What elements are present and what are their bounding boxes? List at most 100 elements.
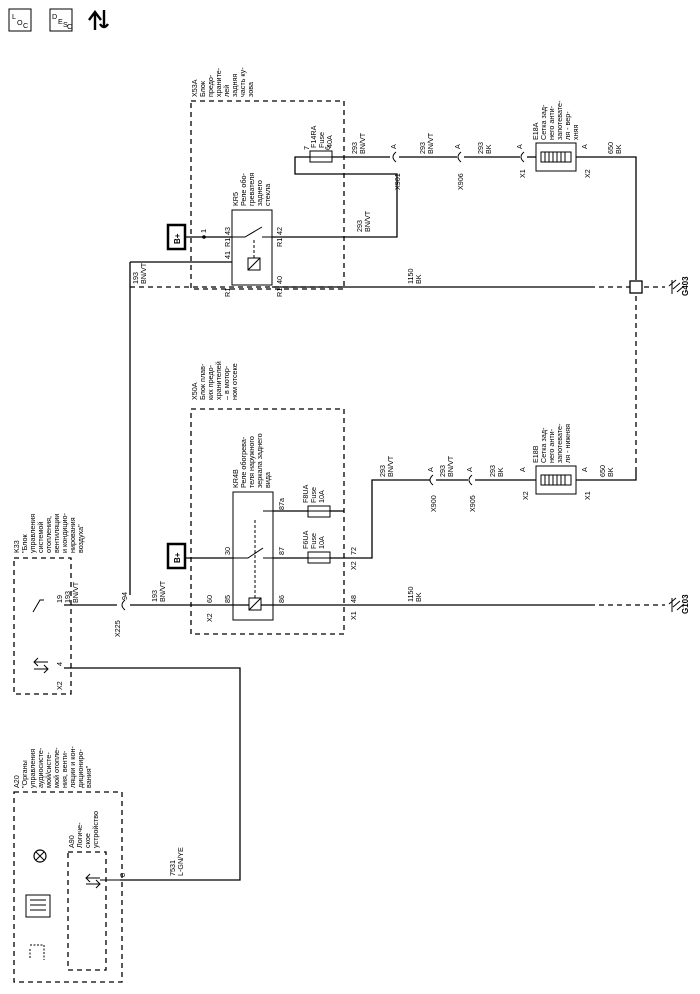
svg-text:7: 7 xyxy=(302,146,311,150)
x1-e18a-connector xyxy=(520,151,525,163)
svg-text:X905: X905 xyxy=(468,495,477,512)
svg-text:293 BK: 293 BK xyxy=(488,463,505,477)
svg-text:293 BN/VT: 293 BN/VT xyxy=(378,455,395,477)
svg-text:19: 19 xyxy=(55,595,64,603)
a90-label: A90 Логиче- ское устройство xyxy=(67,811,100,848)
rear-defrost-icon xyxy=(25,894,51,918)
svg-text:X906: X906 xyxy=(456,173,465,190)
b-plus-upper: B+ xyxy=(166,223,187,251)
kr4b-label: KR4B Реле обогрева- теля наружного зерка… xyxy=(231,431,272,488)
a20-label: A20 "Органы управления аудиосисте- мой/с… xyxy=(12,744,93,788)
svg-text:193 BN/VT: 193 BN/VT xyxy=(63,581,80,603)
svg-text:R1: R1 xyxy=(275,238,284,247)
svg-text:87: 87 xyxy=(277,547,286,555)
svg-text:4: 4 xyxy=(55,662,64,666)
svg-text:193 BN/VT: 193 BN/VT xyxy=(150,580,167,602)
svg-text:C: C xyxy=(23,21,28,30)
svg-text:E: E xyxy=(58,17,63,26)
svg-text:X901: X901 xyxy=(393,173,402,190)
svg-text:G403: G403 xyxy=(681,276,690,296)
svg-text:A: A xyxy=(426,467,435,472)
kr4b-switch xyxy=(233,510,273,559)
svg-text:86: 86 xyxy=(277,595,286,603)
kr5-switch xyxy=(232,226,272,238)
x53a-fuse-block-outline xyxy=(190,100,345,290)
svg-text:A: A xyxy=(453,144,462,149)
svg-text:1150 BK: 1150 BK xyxy=(406,585,423,602)
description-button[interactable]: D E S C xyxy=(49,8,73,32)
svg-text:X2: X2 xyxy=(521,491,530,500)
svg-text:8: 8 xyxy=(118,873,127,877)
svg-text:L: L xyxy=(12,12,16,21)
switch-icon xyxy=(29,944,45,960)
svg-text:O: O xyxy=(17,18,23,27)
svg-text:E18B Сетка зад- него а: E18B Сетка зад- него анти- запотевате- л… xyxy=(531,422,572,463)
svg-text:A: A xyxy=(580,467,589,472)
splice-g403 xyxy=(629,280,643,294)
svg-text:F8UA Fuse 10A: F8UA Fuse 10A xyxy=(301,483,326,503)
svg-text:94: 94 xyxy=(120,592,129,600)
svg-text:72: 72 xyxy=(349,547,358,555)
ground-g403-icon xyxy=(668,279,685,294)
ground-g103-icon xyxy=(668,597,685,612)
svg-text:R1: R1 xyxy=(223,288,232,297)
connector-view-icon[interactable] xyxy=(85,6,113,34)
svg-text:A: A xyxy=(580,144,589,149)
k33-module-outline xyxy=(13,557,72,695)
svg-text:41: 41 xyxy=(223,251,232,259)
x53a-label: X53A Блок предо- храните- лей задняя час… xyxy=(190,65,255,97)
svg-text:193 BN/VT: 193 BN/VT xyxy=(131,262,148,284)
svg-text:1: 1 xyxy=(199,229,208,233)
svg-text:293 BK: 293 BK xyxy=(476,140,493,154)
svg-text:R1: R1 xyxy=(223,238,232,247)
svg-text:60: 60 xyxy=(205,595,214,603)
b-plus-lower: B+ xyxy=(166,542,187,570)
wire-kr5-42-to-fuse xyxy=(272,156,398,238)
locator-button[interactable]: L O C xyxy=(8,8,32,32)
indicator-lamp-icon xyxy=(33,849,47,863)
k33-serial-data-icon xyxy=(33,657,49,674)
svg-text:X2: X2 xyxy=(55,681,64,690)
a90-module-outline xyxy=(67,851,107,971)
svg-text:B+: B+ xyxy=(173,233,182,244)
wire-f6ua-to-x900 xyxy=(330,479,430,559)
svg-text:E18A Сетка зад- него а: E18A Сетка зад- него анти- запотевате- л… xyxy=(531,99,580,140)
kr5-label: KR5 Реле обо- гревателя заднего стекла xyxy=(231,171,272,206)
svg-text:48: 48 xyxy=(349,595,358,603)
wire-e18b-ground xyxy=(576,470,637,481)
svg-text:C: C xyxy=(67,22,72,31)
svg-text:42: 42 xyxy=(275,227,284,235)
svg-text:X1: X1 xyxy=(349,611,358,620)
svg-text:85: 85 xyxy=(223,595,232,603)
svg-text:A: A xyxy=(389,144,398,149)
svg-text:650 BK: 650 BK xyxy=(606,140,623,154)
svg-text:D: D xyxy=(52,12,57,21)
svg-text:293 BN/VT: 293 BN/VT xyxy=(350,132,367,154)
svg-text:X2: X2 xyxy=(349,561,358,570)
svg-text:40: 40 xyxy=(275,276,284,284)
wire-kr5-coil-feed xyxy=(129,261,232,595)
a90-serial-data-icon xyxy=(85,873,101,889)
svg-text:X1: X1 xyxy=(583,491,592,500)
svg-text:A: A xyxy=(515,144,524,149)
kr4b-relay xyxy=(232,491,274,621)
svg-text:X1: X1 xyxy=(518,169,527,178)
svg-text:6: 6 xyxy=(323,146,332,150)
kr5-relay xyxy=(231,209,273,286)
a20-module-outline xyxy=(13,791,123,983)
svg-text:F14RA Fuse 40A: F14RA Fuse 40A xyxy=(309,124,334,148)
wire-k33-lin xyxy=(64,667,241,881)
x50a-label: X50A Блок плав- ких предо- хранителей – … xyxy=(190,359,239,400)
svg-text:293 BN/VT: 293 BN/VT xyxy=(355,210,372,232)
x900-connector xyxy=(429,474,434,486)
svg-text:1150 BK: 1150 BK xyxy=(406,267,423,284)
x901-connector xyxy=(392,151,397,163)
e18a-heater xyxy=(535,142,577,172)
svg-text:G103: G103 xyxy=(681,594,690,614)
svg-text:X2: X2 xyxy=(583,169,592,178)
svg-text:A: A xyxy=(465,467,474,472)
svg-text:7531 L-GN/YE: 7531 L-GN/YE xyxy=(168,847,185,876)
svg-text:87a: 87a xyxy=(277,498,286,510)
wire-e18a-ground xyxy=(576,156,637,280)
